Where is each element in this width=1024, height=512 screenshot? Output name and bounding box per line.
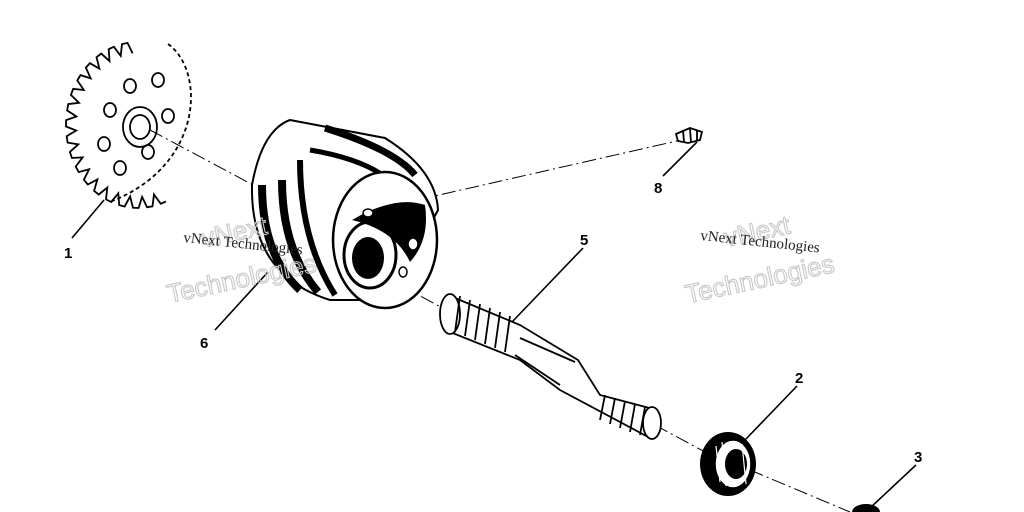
- screw-icon: [674, 127, 704, 144]
- callout-6: 6: [200, 335, 208, 352]
- watermark-right-big-line2: Technologies: [682, 248, 837, 309]
- splined-shaft-icon: [439, 293, 662, 440]
- sprocket-holes: [97, 72, 175, 176]
- pump-rotor-icon: [250, 118, 440, 310]
- sprocket-gear-icon: [65, 41, 192, 209]
- callout-8: 8: [654, 180, 662, 197]
- seal-ring-icon: [852, 504, 880, 512]
- callout-5: 5: [580, 232, 588, 249]
- callout-3: 3: [914, 449, 922, 466]
- leader-lines: [71, 141, 917, 509]
- callout-2: 2: [795, 370, 803, 387]
- ball-bearing-icon: [700, 432, 756, 496]
- callout-1: 1: [64, 245, 72, 262]
